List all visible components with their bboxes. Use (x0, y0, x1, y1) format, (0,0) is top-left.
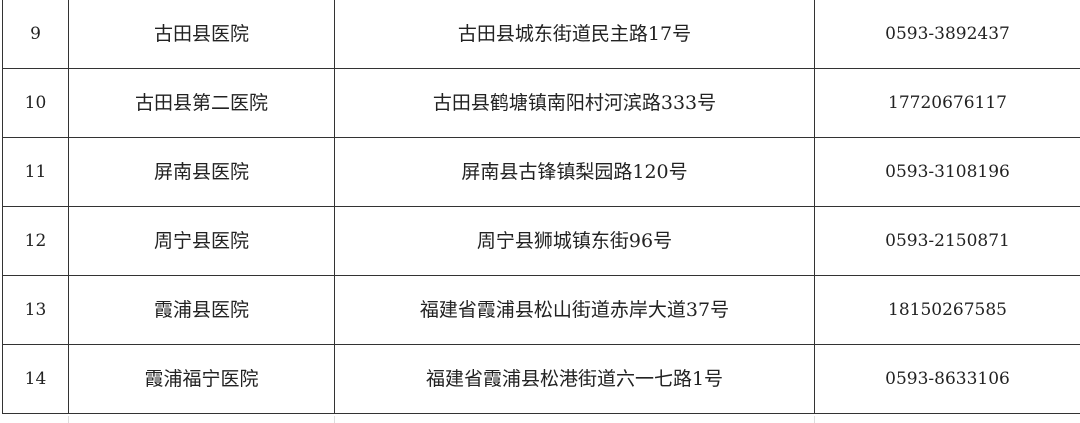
column-divider-stub (814, 416, 815, 423)
hospital-phone: 0593-8633106 (814, 344, 1080, 414)
row-number: 14 (2, 344, 69, 414)
table-row: 10 古田县第二医院 古田县鹤塘镇南阳村河滨路333号 17720676117 (2, 68, 1080, 138)
hospital-phone: 18150267585 (814, 275, 1080, 345)
bottom-margin (0, 416, 1080, 423)
hospital-table: 9 古田县医院 古田县城东街道民主路17号 0593-3892437 10 古田… (2, 0, 1080, 414)
table-row: 11 屏南县医院 屏南县古锋镇梨园路120号 0593-3108196 (2, 137, 1080, 207)
hospital-phone: 0593-2150871 (814, 206, 1080, 276)
column-divider-stub (334, 416, 335, 423)
hospital-name: 屏南县医院 (68, 137, 335, 207)
hospital-address: 古田县鹤塘镇南阳村河滨路333号 (334, 68, 815, 138)
row-number: 13 (2, 275, 69, 345)
row-number: 10 (2, 68, 69, 138)
hospital-name: 古田县医院 (68, 0, 335, 69)
hospital-phone: 0593-3108196 (814, 137, 1080, 207)
row-number: 12 (2, 206, 69, 276)
row-number: 11 (2, 137, 69, 207)
table-row: 13 霞浦县医院 福建省霞浦县松山街道赤岸大道37号 18150267585 (2, 275, 1080, 345)
row-number: 9 (2, 0, 69, 69)
hospital-phone: 0593-3892437 (814, 0, 1080, 69)
hospital-name: 霞浦县医院 (68, 275, 335, 345)
hospital-table-body: 9 古田县医院 古田县城东街道民主路17号 0593-3892437 10 古田… (2, 0, 1080, 414)
hospital-name: 霞浦福宁医院 (68, 344, 335, 414)
hospital-address: 周宁县狮城镇东街96号 (334, 206, 815, 276)
hospital-address: 福建省霞浦县松山街道赤岸大道37号 (334, 275, 815, 345)
hospital-address: 福建省霞浦县松港街道六一七路1号 (334, 344, 815, 414)
hospital-address: 古田县城东街道民主路17号 (334, 0, 815, 69)
hospital-name: 周宁县医院 (68, 206, 335, 276)
column-divider-stub (68, 416, 69, 423)
hospital-phone: 17720676117 (814, 68, 1080, 138)
table-row: 12 周宁县医院 周宁县狮城镇东街96号 0593-2150871 (2, 206, 1080, 276)
table-row: 9 古田县医院 古田县城东街道民主路17号 0593-3892437 (2, 0, 1080, 69)
table-row: 14 霞浦福宁医院 福建省霞浦县松港街道六一七路1号 0593-8633106 (2, 344, 1080, 414)
hospital-address: 屏南县古锋镇梨园路120号 (334, 137, 815, 207)
hospital-name: 古田县第二医院 (68, 68, 335, 138)
